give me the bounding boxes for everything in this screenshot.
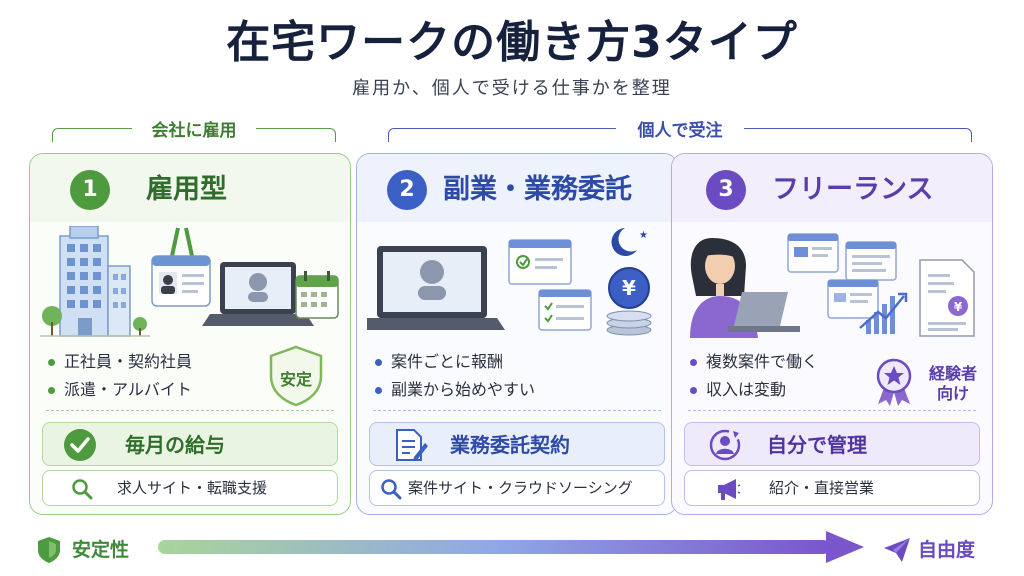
- woman-with-laptop-icon: [690, 238, 800, 338]
- check-circle-icon: [64, 429, 96, 461]
- side-job-illustration: ★ ¥: [367, 228, 652, 336]
- search-channel-text: 案件サイト・クラウドソーシング: [408, 479, 633, 497]
- list-item: 収入は変動: [690, 376, 818, 404]
- laptop-icon: [202, 262, 314, 326]
- search-channel-box: 求人サイト・転職支援: [42, 470, 338, 506]
- checklist-window-icon: [538, 289, 592, 331]
- card-title: フリーランス: [772, 174, 934, 205]
- laptop-icon: [367, 246, 505, 330]
- paper-plane-icon: [884, 538, 910, 562]
- yen-coins-icon: ¥: [606, 267, 652, 336]
- feature-list: 案件ごとに報酬 副業から始めやすい: [375, 348, 535, 404]
- card-title: 副業・業務委託: [443, 174, 632, 205]
- card-number: 2: [387, 170, 427, 210]
- growth-chart-icon: [859, 292, 908, 334]
- divider: [46, 410, 334, 411]
- list-item: 正社員・契約社員: [48, 348, 192, 376]
- highlight-box: 毎月の給与: [42, 422, 338, 466]
- svg-text:¥: ¥: [954, 300, 963, 314]
- divider: [688, 410, 976, 411]
- moon-icon: ★: [611, 228, 648, 256]
- card-number: 1: [70, 170, 110, 210]
- page-title: 在宅ワークの働き方3タイプ: [226, 17, 798, 68]
- highlight-text: 自分で管理: [767, 433, 867, 457]
- highlight-text: 業務委託契約: [450, 433, 570, 457]
- card-employment: 1 雇用型: [29, 153, 351, 515]
- feature-list: 複数案件で働く 収入は変動: [690, 348, 818, 404]
- id-badge-icon: [151, 227, 211, 307]
- search-icon: [381, 479, 402, 500]
- search-channel-box: 紹介・直接営業: [684, 470, 980, 506]
- page-subtitle: 雇用か、個人で受ける仕事かを整理: [352, 78, 672, 99]
- stability-badge: 安定: [279, 370, 312, 389]
- card-freelance: 3 フリーランス: [671, 153, 993, 515]
- svg-text:¥: ¥: [622, 276, 636, 300]
- browser-window-icon: [845, 241, 897, 281]
- card-side-job: 2 副業・業務委託 ★ ¥: [356, 153, 678, 515]
- invoice-icon: ¥: [919, 259, 975, 337]
- office-illustration: [40, 226, 339, 337]
- highlight-box: 業務委託契約: [369, 422, 665, 466]
- contract-document-icon: [396, 429, 428, 461]
- card-title: 雇用型: [146, 174, 227, 205]
- scale-label-freedom: 自由度: [918, 539, 976, 561]
- shield-badge-icon: [269, 345, 323, 407]
- award-ribbon-icon: [876, 358, 912, 406]
- divider: [373, 410, 661, 411]
- feature-list: 正社員・契約社員 派遣・アルバイト: [48, 348, 192, 404]
- card-number: 3: [706, 170, 746, 210]
- self-manage-icon: [709, 429, 741, 461]
- browser-window-icon: [787, 233, 839, 273]
- experience-badge-line1: 経験者: [928, 364, 977, 383]
- list-item: 派遣・アルバイト: [48, 376, 192, 404]
- search-icon: [72, 479, 93, 500]
- highlight-text: 毎月の給与: [125, 433, 225, 457]
- list-item: 副業から始めやすい: [375, 376, 535, 404]
- highlight-box: 自分で管理: [684, 422, 980, 466]
- svg-text:★: ★: [639, 230, 648, 241]
- list-item: 案件ごとに報酬: [375, 348, 535, 376]
- building-icon: [40, 226, 150, 337]
- shield-icon: [38, 537, 60, 563]
- browser-window-icon: [827, 279, 879, 319]
- freelance-illustration: ¥: [690, 233, 975, 338]
- group-label-individual: 個人で受注: [616, 116, 744, 141]
- group-label-company: 会社に雇用: [132, 116, 256, 141]
- scale-label-stability: 安定性: [72, 539, 130, 561]
- search-channel-text: 求人サイト・転職支援: [117, 479, 268, 497]
- megaphone-icon: [718, 479, 741, 500]
- experience-badge-line2: 向け: [936, 384, 969, 403]
- task-window-icon: [508, 239, 572, 285]
- calendar-icon: [295, 271, 339, 319]
- list-item: 複数案件で働く: [690, 348, 818, 376]
- search-channel-text: 紹介・直接営業: [769, 479, 875, 497]
- stability-freedom-arrow: [158, 531, 864, 563]
- search-channel-box: 案件サイト・クラウドソーシング: [369, 470, 665, 506]
